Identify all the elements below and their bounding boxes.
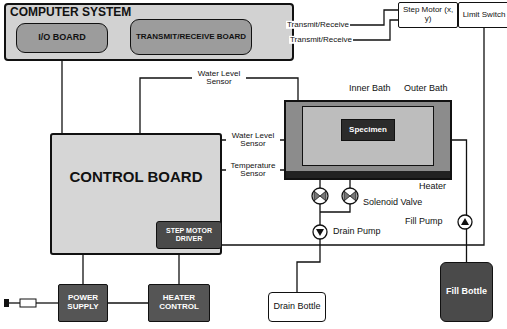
- power-cord: [36, 302, 58, 303]
- box-label: HEATER CONTROL: [149, 294, 209, 312]
- pump-symbol: [316, 229, 324, 236]
- box-label: Fill Bottle: [444, 287, 489, 297]
- inner-bath: Inner BathSpecimen: [302, 106, 434, 166]
- board-box: I/O BOARD: [16, 23, 108, 53]
- switch-box: Limit Switch: [458, 2, 507, 28]
- valve-symbol: [314, 191, 326, 201]
- signal-label: Transmit/Receive: [286, 21, 350, 29]
- box-label: Specimen: [347, 126, 389, 135]
- heater-control-box: HEATER CONTROL: [148, 284, 210, 322]
- box-label: POWER SUPPLY: [59, 294, 107, 312]
- box-label: TRANSMIT/RECEIVE BOARD: [134, 33, 248, 42]
- box-heading: CONTROL BOARD: [52, 169, 220, 186]
- box-heading: COMPUTER SYSTEM: [10, 6, 131, 19]
- wire-connector: [178, 255, 179, 284]
- wire-connector: [108, 302, 148, 303]
- signal-label: Water Level Sensor: [226, 132, 280, 149]
- box-label: Limit Switch: [461, 11, 507, 20]
- valve-symbol: [342, 188, 358, 204]
- part-label: Heater: [418, 182, 447, 191]
- signal-label: Temperature Sensor: [226, 162, 280, 179]
- valve-symbol: [344, 191, 356, 201]
- part-label: Drain Pump: [332, 227, 382, 236]
- pump-symbol: [313, 225, 327, 239]
- driver-box: STEP MOTOR DRIVER: [156, 221, 222, 249]
- fuse-symbol: [20, 299, 36, 307]
- outer-bath: Outer BathInner BathSpecimen: [284, 100, 452, 180]
- pump-symbol: [461, 218, 469, 225]
- box-label: I/O BOARD: [36, 33, 88, 43]
- valve-symbol: [312, 188, 328, 204]
- box-label: STEP MOTOR DRIVER: [157, 227, 221, 242]
- box-heading: Inner Bath: [349, 84, 391, 94]
- specimen-block: Specimen: [341, 119, 395, 141]
- part-label: Solenoid Valve: [362, 198, 423, 207]
- part-label: Fill Pump: [404, 217, 444, 226]
- pump-symbol: [458, 215, 472, 229]
- box-label: Drain Bottle: [271, 302, 322, 312]
- bottle-box: Fill Bottle: [440, 262, 493, 322]
- system-box: COMPUTER SYSTEM I/O BOARD TRANSMIT/RECEIVE…: [4, 3, 294, 61]
- wire-connector: [61, 53, 62, 133]
- motor-box: Step Motor (x, y): [398, 2, 458, 28]
- board-box: TRANSMIT/RECEIVE BOARD: [130, 19, 252, 55]
- wire-connector: [82, 255, 83, 284]
- box-heading: Outer Bath: [404, 84, 448, 94]
- bottle-box: Drain Bottle: [268, 292, 326, 322]
- box-label: Step Motor (x, y): [399, 6, 457, 24]
- control-board: CONTROL BOARD STEP MOTOR DRIVER: [50, 133, 222, 255]
- plug-symbol: [4, 299, 9, 307]
- wire-connector: [452, 140, 467, 262]
- signal-label: Water Level Sensor: [192, 70, 246, 87]
- supply-box: POWER SUPPLY: [58, 284, 108, 322]
- signal-label: Transmit/Receive: [289, 36, 353, 44]
